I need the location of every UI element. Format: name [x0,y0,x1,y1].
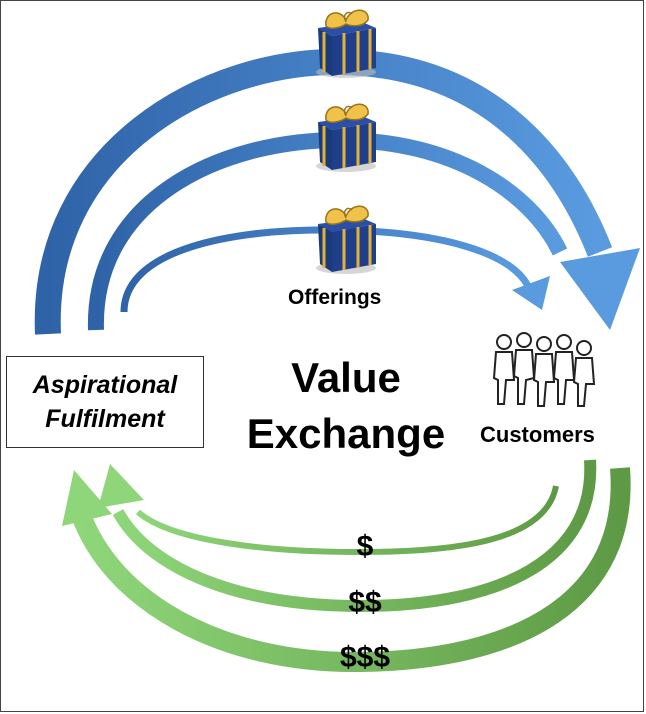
payment-arrow-middle [112,459,597,613]
money-label-large: $$$ [339,641,391,674]
gift-box-icon [314,8,378,80]
gift-box-icon [314,204,378,276]
aspirational-label: Aspirational [32,371,178,399]
customers-label: Customers [480,422,595,447]
money-label-medium: $$ [348,586,382,619]
aspirational-fulfilment-box: Aspirational Fulfilment [6,356,204,448]
title-line-2: Exchange [246,410,446,457]
fulfilment-label: Fulfilment [45,405,165,433]
payment-arrow-outer [70,467,631,673]
money-label-small: $ [356,530,374,563]
payment-arrow-middle-head [98,464,144,508]
offering-arrow-inner-head [512,276,550,310]
gift-box-icon [314,102,378,174]
payment-arrows [62,459,631,673]
title-line-1: Value [291,354,401,401]
customers-group-icon [492,332,596,407]
offering-arrow-outer-head [560,248,640,330]
payment-arrow-inner [136,485,559,556]
offerings-label: Offerings [288,286,382,309]
diagram-title: Value Exchange [236,350,456,462]
payment-arrow-outer-head [62,470,112,526]
